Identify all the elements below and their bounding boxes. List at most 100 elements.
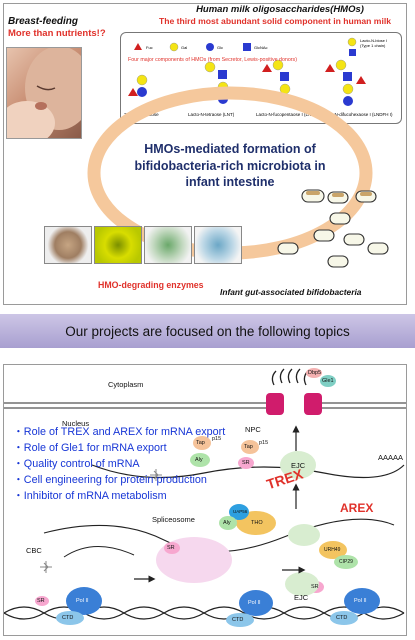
- legend-lnb-type: (Type 1 chain): [360, 43, 386, 48]
- urh49-protein: [319, 541, 347, 559]
- dbp5-label: Dbp5: [308, 370, 322, 376]
- uap56-label: UAP56: [233, 509, 248, 514]
- tap-protein: [241, 440, 259, 454]
- ctd-domain: [56, 611, 84, 625]
- enzyme-structure-image: [144, 226, 192, 264]
- pol-ii-label: Pol II: [354, 598, 367, 604]
- mrna-strand: [91, 464, 405, 479]
- arex-label: AREX: [340, 501, 374, 515]
- topic-item: ・Role of TREX and AREX for mRNA export: [13, 426, 226, 438]
- hmo-center-statement: HMOs-mediated formation of bifidobacteri…: [110, 141, 350, 191]
- gle1-label: Gle1: [322, 378, 334, 384]
- ejc-complex: [288, 524, 320, 546]
- sr-protein: [164, 542, 180, 554]
- ejc-label: EJC: [291, 461, 306, 470]
- ctd-domain: [226, 613, 254, 627]
- tap-protein: [193, 436, 211, 450]
- hmo-name-lndfh1: Lacto-N-difucohexaose I (LNDFH I): [322, 112, 393, 117]
- legend-fuc: Fuc: [146, 45, 153, 50]
- pol-ii-label: Pol II: [76, 598, 89, 604]
- infant-gut-bifidobacteria-label: Infant gut-associated bifidobacteria: [220, 287, 362, 297]
- tho-label: THO: [251, 520, 263, 526]
- gle1-protein: [320, 375, 336, 387]
- ejc-complex: [285, 572, 319, 596]
- pol-ii-polymerase: [239, 590, 273, 616]
- lnb-gal-icon: [347, 37, 357, 47]
- aly-protein: [219, 516, 237, 530]
- aly-label: Aly: [195, 457, 203, 463]
- breastfeeding-title: Breast-feeding: [8, 16, 79, 27]
- fuc-legend-icon: [134, 43, 142, 50]
- topic-item: ・Quality control of mRNA: [13, 458, 140, 470]
- sr-label: SR: [167, 545, 175, 551]
- hmo-name-lnfp1: Lacto-N-fucopentaose I (LNFP I): [256, 112, 321, 117]
- cip29-protein: [334, 555, 358, 569]
- enzyme-structure-image: [44, 226, 92, 264]
- gal-icon: [272, 59, 284, 71]
- bacterium-icon: [367, 242, 389, 255]
- mrna-strand: [63, 546, 135, 558]
- fuc-icon: [356, 76, 366, 84]
- aly-protein: [190, 453, 210, 467]
- bacterium-icon: [343, 233, 365, 246]
- enzyme-structure-image: [94, 226, 142, 264]
- gal-icon: [335, 59, 347, 71]
- legend-lnb: Lacto-N-biose I: [360, 38, 387, 43]
- ctd-domain: [330, 611, 358, 625]
- sr-label: SR: [242, 460, 250, 466]
- glc-legend-icon: [206, 43, 214, 51]
- pol-ii-label: Pol II: [248, 600, 261, 606]
- glcnac-legend-icon: [243, 43, 251, 51]
- topic-item: ・Inhibitor of mRNA metabolism: [13, 490, 167, 502]
- hmo-subtitle: The third most abundant solid component …: [158, 16, 392, 26]
- glcnac-icon: [280, 72, 289, 81]
- topic-item: ・Cell engineering for protein production: [13, 474, 207, 486]
- ctd-label: CTD: [232, 617, 244, 623]
- gal-icon: [204, 61, 216, 73]
- lnb-glcnac-icon: [349, 49, 356, 56]
- spliceosome-label: Spliceosome: [152, 515, 195, 524]
- bacterium-icon: [327, 255, 349, 268]
- banner-text: Our projects are focused on the followin…: [65, 323, 350, 339]
- glc-icon: [343, 96, 353, 106]
- sr-protein: [238, 457, 254, 469]
- topics-banner: Our projects are focused on the followin…: [0, 314, 415, 348]
- bacterium-icon: [329, 212, 351, 225]
- mrna-export-panel: Cytoplasm Nucleus NPC Dbp5 Gle1 Tap p15 …: [3, 364, 407, 636]
- ejc-complex: [280, 451, 316, 479]
- legend-gal: Gal: [181, 45, 187, 50]
- nucleus-label: Nucleus: [62, 419, 90, 428]
- breastfeeding-subtitle: More than nutrients!?: [8, 28, 106, 39]
- glcnac-icon: [218, 70, 227, 79]
- cytoplasm-label: Cytoplasm: [108, 380, 144, 389]
- urh49-label: URH49: [324, 547, 341, 553]
- ctd-label: CTD: [62, 615, 74, 621]
- gal-legend-icon: [169, 42, 179, 52]
- breastfeeding-photo: [6, 47, 82, 139]
- enzyme-structure-image: [194, 226, 242, 264]
- pol-ii-polymerase: [66, 587, 102, 615]
- four-major-components-label: Four major components of HMOs (from Secr…: [128, 57, 297, 63]
- sr-protein: [35, 596, 49, 606]
- glc-icon: [137, 87, 147, 97]
- hmo-title: Human milk oligosaccharides(HMOs): [196, 4, 364, 15]
- hmo-name-lnt: Lacto-N-tetraose (LNT): [188, 112, 235, 117]
- bacterium-icon: [277, 242, 299, 255]
- npc-label: NPC: [245, 425, 261, 434]
- polya-tail-label: AAAAA: [378, 453, 404, 462]
- center-line-2: bifidobacteria-rich microbiota in: [134, 158, 326, 173]
- tap-label: Tap: [196, 440, 205, 446]
- fuc-icon: [262, 64, 272, 72]
- cip29-label: CIP29: [339, 559, 353, 565]
- npc-filaments: [271, 368, 309, 386]
- dbp5-protein: [306, 368, 322, 378]
- ctd-label: CTD: [336, 615, 348, 621]
- pol-ii-polymerase: [344, 588, 380, 614]
- mrna-export-diagram: [4, 368, 406, 627]
- npc-pore-right: [304, 393, 322, 415]
- bifidobacteria-cells: [277, 189, 389, 268]
- uap56-protein: [229, 504, 249, 520]
- sr-label: SR: [311, 584, 319, 590]
- tap-label: Tap: [244, 444, 253, 450]
- hmo-degrading-enzymes-label: HMO-degrading enzymes: [98, 280, 204, 290]
